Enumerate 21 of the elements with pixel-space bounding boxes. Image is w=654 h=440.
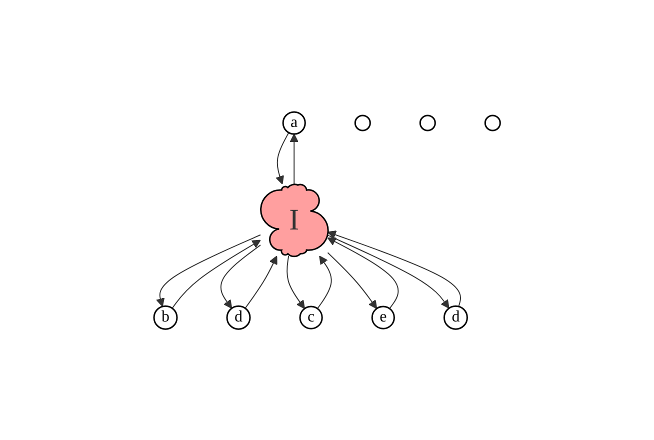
node-circle: e — [371, 305, 395, 330]
node-circle: d — [226, 305, 251, 330]
arrow — [244, 255, 278, 308]
node-circle: d — [443, 305, 468, 330]
node-circle: b — [153, 305, 178, 330]
arrow — [156, 234, 261, 307]
node-circle: a — [282, 110, 306, 135]
arrow — [327, 252, 378, 309]
node-circle — [484, 114, 501, 131]
arrow — [276, 132, 290, 184]
node-circle — [419, 114, 436, 131]
arrow — [327, 237, 399, 309]
arrow — [220, 244, 261, 308]
arrow — [172, 239, 261, 308]
arrow — [327, 230, 462, 307]
node-circle: c — [299, 305, 323, 330]
arrow — [327, 234, 450, 308]
node-circle — [354, 114, 371, 131]
arrow — [290, 133, 298, 184]
arrow — [316, 255, 332, 309]
arrow — [286, 255, 305, 309]
